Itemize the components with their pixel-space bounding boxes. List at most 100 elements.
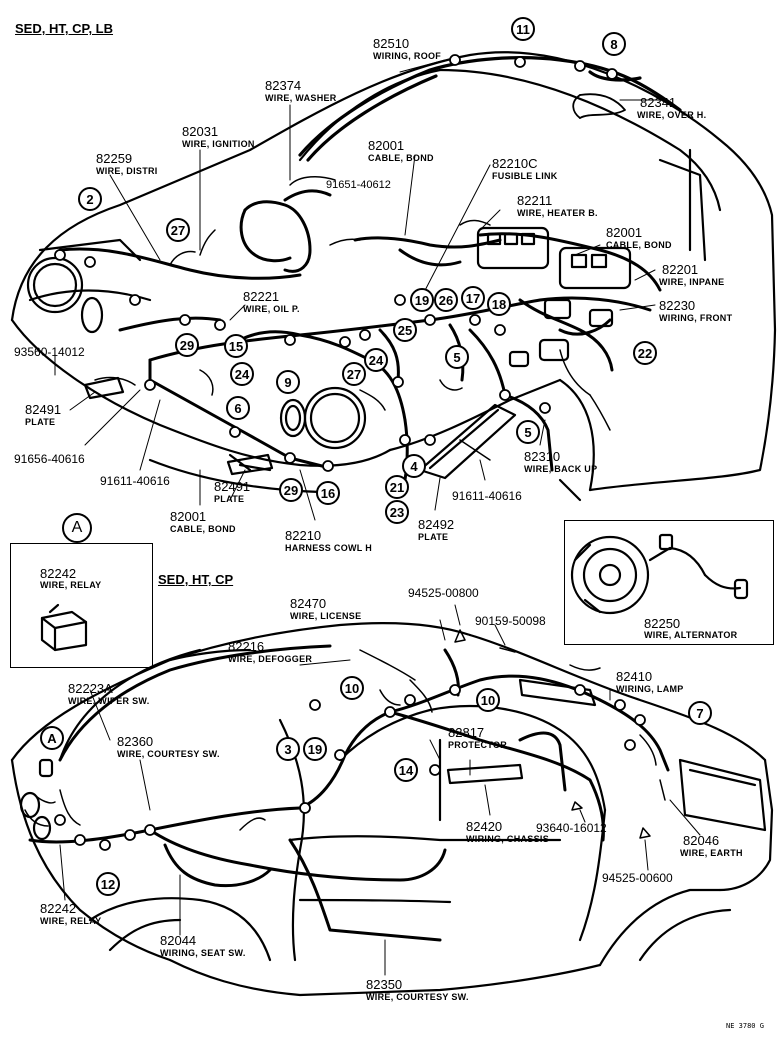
part-label: 82360 bbox=[117, 734, 154, 749]
part-label: 82223A bbox=[68, 681, 113, 696]
part-label: 91651-40612 bbox=[326, 179, 391, 191]
inset-a-box bbox=[10, 543, 153, 668]
part-name: WIRE, BACK UP bbox=[524, 464, 598, 474]
part-label: 82221 bbox=[243, 289, 280, 304]
part-label: 82510 bbox=[373, 36, 410, 51]
part-name: WIRE, HEATER B. bbox=[517, 208, 598, 218]
part-name: CABLE, BOND bbox=[368, 153, 434, 163]
cowl-plate-82492 bbox=[418, 403, 517, 480]
part-label: 82201 bbox=[662, 262, 699, 277]
part-name: WIRE, RELAY bbox=[40, 916, 102, 926]
part-name: PLATE bbox=[418, 532, 449, 542]
relay-connectors-left bbox=[19, 758, 54, 841]
alternator-part-number: 82250 bbox=[644, 616, 681, 631]
callout-badge: 19 bbox=[303, 737, 327, 761]
right-headlamp bbox=[279, 386, 367, 450]
callout-badge: 29 bbox=[279, 478, 303, 502]
part-name: PLATE bbox=[25, 417, 56, 427]
callout-badge: 5 bbox=[445, 345, 469, 369]
part-label: 82491 bbox=[214, 479, 251, 494]
callout-badge: A bbox=[40, 726, 64, 750]
callout-badge: 12 bbox=[96, 872, 120, 896]
over-head-wire bbox=[572, 93, 626, 119]
part-name: PLATE bbox=[214, 494, 245, 504]
callout-badge: 2 bbox=[78, 187, 102, 211]
part-name: WIRING, CHASSIS bbox=[466, 834, 550, 844]
protector-82817 bbox=[446, 763, 524, 785]
part-label: 82031 bbox=[182, 124, 219, 139]
callout-badge: 11 bbox=[511, 17, 535, 41]
part-label: 82817 bbox=[448, 725, 485, 740]
part-label: 82210C bbox=[492, 156, 538, 171]
part-label: 82044 bbox=[160, 933, 197, 948]
callout-badge: 10 bbox=[340, 676, 364, 700]
part-name: WIRE, OVER H. bbox=[637, 110, 707, 120]
callout-badge: 5 bbox=[516, 420, 540, 444]
callout-badge: 26 bbox=[434, 288, 458, 312]
callout-badge: 4 bbox=[402, 454, 426, 478]
part-name: FUSIBLE LINK bbox=[492, 171, 558, 181]
part-label: 91611-40616 bbox=[100, 474, 170, 488]
part-name: WIRE, IGNITION bbox=[182, 139, 255, 149]
callout-badge: 27 bbox=[342, 362, 366, 386]
part-label: 82341 bbox=[640, 95, 677, 110]
callout-badge: 17 bbox=[461, 286, 485, 310]
part-name: CABLE, BOND bbox=[170, 524, 236, 534]
callout-badge: 8 bbox=[602, 32, 626, 56]
part-name: WIRE, EARTH bbox=[680, 848, 743, 858]
part-name: WIRE, COURTESY SW. bbox=[366, 992, 469, 1002]
harness-joint-markers-bottom bbox=[54, 684, 646, 851]
callout-badge: 9 bbox=[276, 370, 300, 394]
part-name: PROTECTOR bbox=[448, 740, 508, 750]
part-label: 82410 bbox=[616, 669, 653, 684]
part-name: CABLE, BOND bbox=[606, 240, 672, 250]
part-label: 82001 bbox=[170, 509, 207, 524]
part-label: 82216 bbox=[228, 639, 265, 654]
middle-section-header: SED, HT, CP bbox=[158, 572, 234, 587]
inset-a-part-number: 82242 bbox=[40, 566, 77, 581]
leader-lines-top bbox=[54, 59, 661, 521]
part-label: 91656-40616 bbox=[14, 452, 85, 466]
callout-badge: 27 bbox=[166, 218, 190, 242]
fusible-link-block bbox=[476, 226, 632, 290]
callout-badge: 21 bbox=[385, 475, 409, 499]
part-name: WIRE, OIL P. bbox=[243, 304, 300, 314]
thin-rear-wires bbox=[24, 649, 666, 831]
tail-lamp-assembly bbox=[518, 678, 767, 832]
part-name: WIRING, ROOF bbox=[373, 51, 442, 61]
inset-relay-illustration bbox=[40, 603, 88, 652]
callout-badge: 16 bbox=[316, 481, 340, 505]
part-label: 82211 bbox=[517, 193, 553, 208]
callout-badge: 18 bbox=[487, 292, 511, 316]
connector-cluster-front bbox=[508, 298, 614, 368]
callout-badge: 23 bbox=[385, 500, 409, 524]
part-label: 82210 bbox=[285, 528, 322, 543]
part-name: WIRE, INPANE bbox=[659, 277, 725, 287]
callout-badge: 19 bbox=[410, 288, 434, 312]
clips-bottom bbox=[454, 629, 651, 839]
inset-alternator-box bbox=[564, 520, 774, 645]
part-label: 93640-16012 bbox=[536, 821, 607, 835]
figure-code: NE 3780 G bbox=[726, 1022, 764, 1030]
callout-badge: 24 bbox=[230, 362, 254, 386]
inset-alternator-illustration bbox=[570, 533, 749, 615]
part-name: WIRE, LICENSE bbox=[290, 611, 362, 621]
part-label: 82350 bbox=[366, 977, 403, 992]
top-section-header: SED, HT, CP, LB bbox=[15, 21, 114, 36]
part-name: HARNESS COWL H bbox=[285, 543, 373, 553]
part-label: 82001 bbox=[368, 138, 405, 153]
part-name: WIRING, SEAT SW. bbox=[160, 948, 246, 958]
harness-joint-markers-top bbox=[54, 54, 618, 472]
part-name: WIRE, WASHER bbox=[265, 93, 337, 103]
part-label: 82001 bbox=[606, 225, 643, 240]
part-label: 82470 bbox=[290, 596, 327, 611]
alternator-part-name: WIRE, ALTERNATOR bbox=[644, 630, 738, 640]
part-label: 82242 bbox=[40, 901, 77, 916]
callout-badge: 29 bbox=[175, 333, 199, 357]
left-headlamp bbox=[26, 256, 104, 334]
plate-82491-front bbox=[83, 376, 125, 400]
part-label: 82492 bbox=[418, 517, 455, 532]
callout-badge: 10 bbox=[476, 688, 500, 712]
part-label: 82491 bbox=[25, 402, 62, 417]
